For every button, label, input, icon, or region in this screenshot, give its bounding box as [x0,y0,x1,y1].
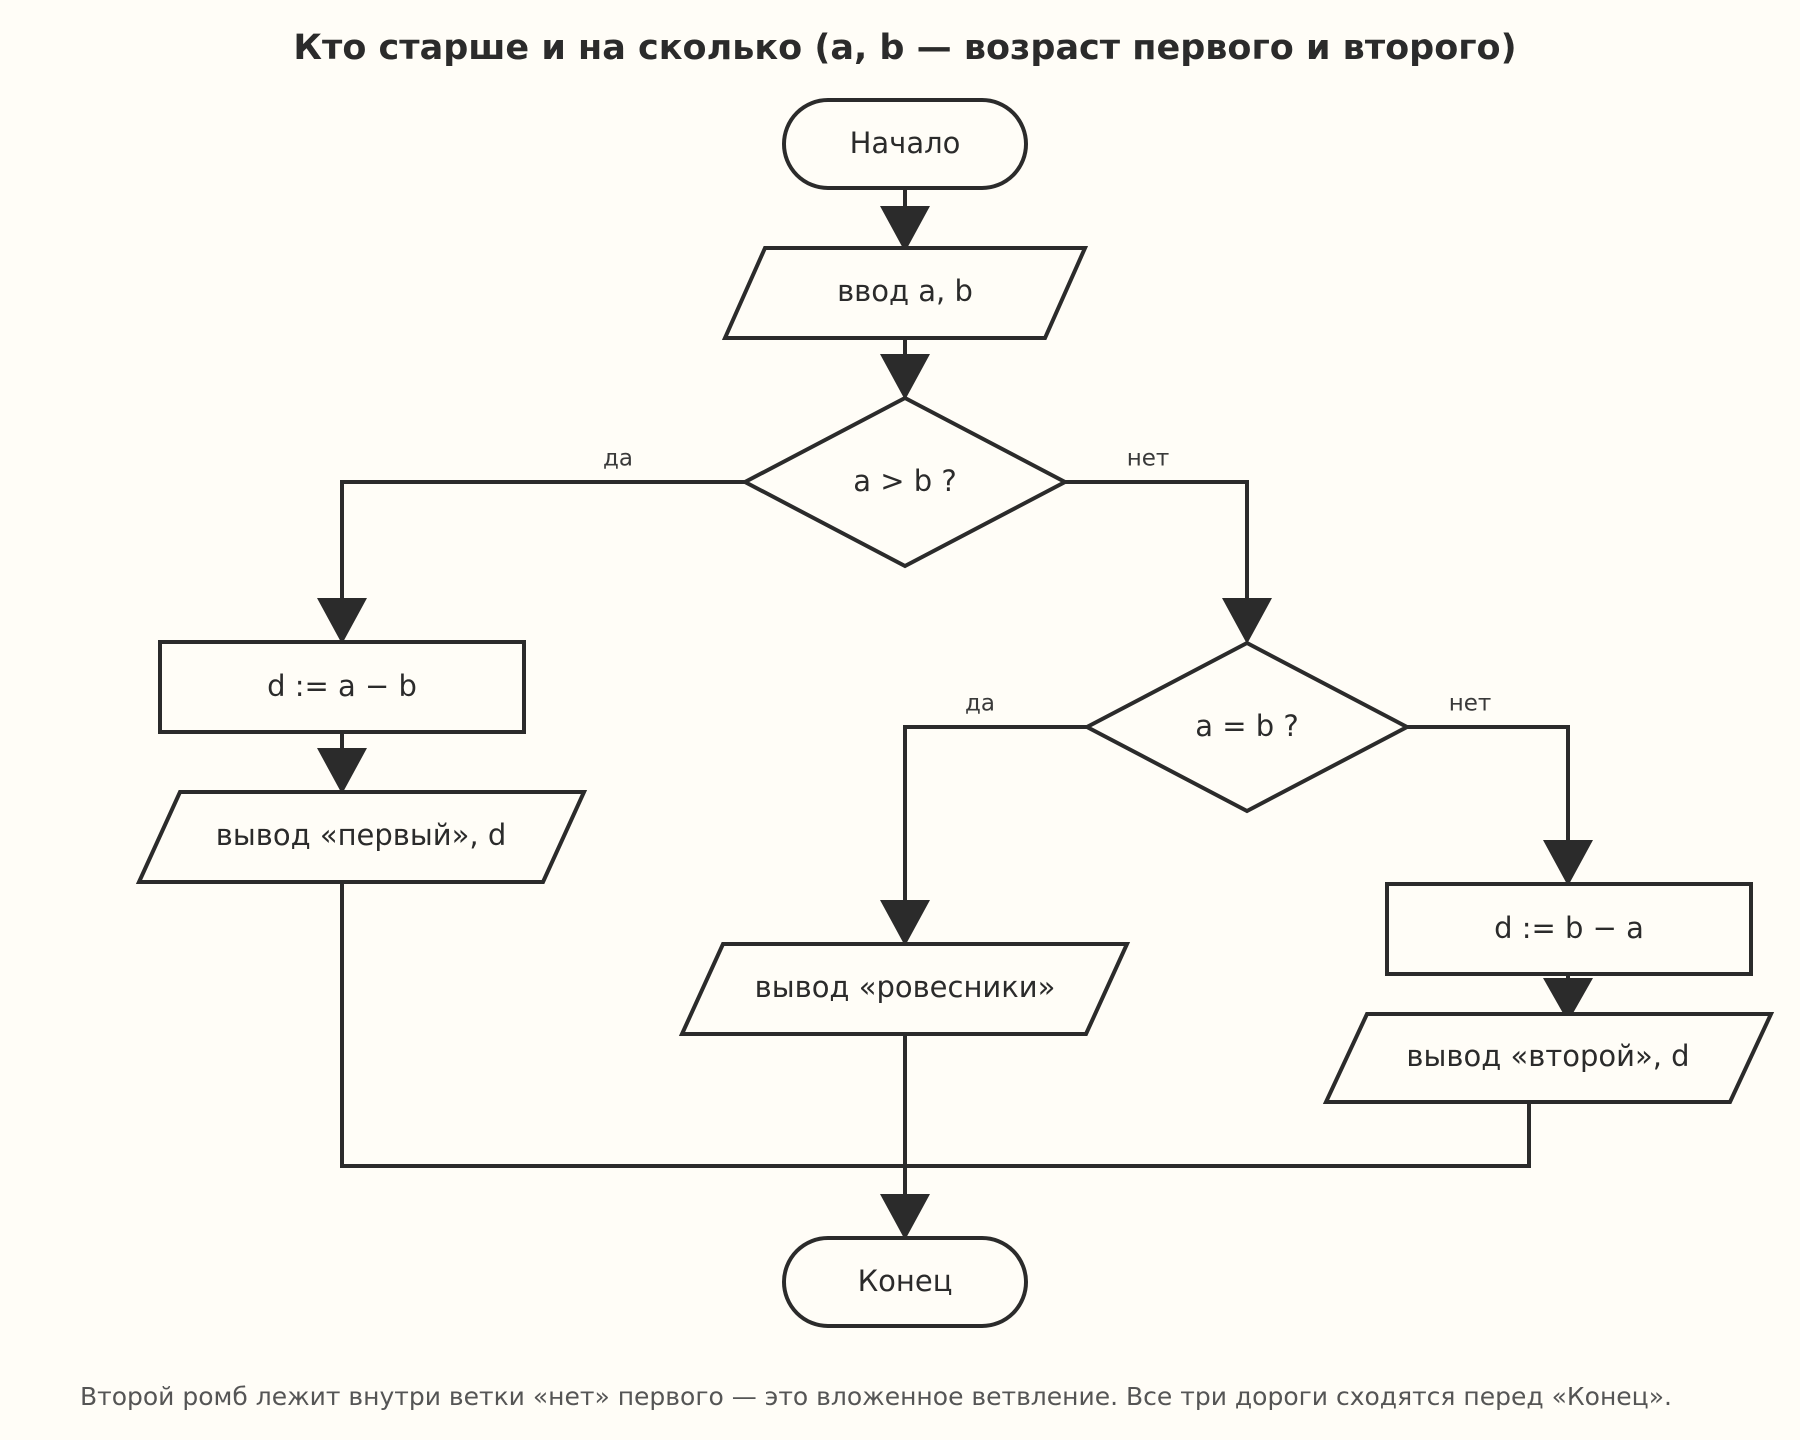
assign1-label: d := a − b [267,669,417,703]
arrowhead-assign1 [317,598,367,644]
edges [317,188,1593,1240]
node-start: Начало [782,98,1028,190]
arrowhead-input [880,206,930,252]
input-parallelogram [721,246,1089,340]
cond2-label: a = b ? [1195,709,1299,743]
output1-parallelogram [135,790,588,884]
node-cond2: a = b ? [1082,640,1412,814]
node-assign1: d := a − b [158,640,526,734]
node-input: ввод a, b [721,246,1089,340]
end-label: Конец [858,1264,953,1298]
label-cond2-no: нет [1449,691,1492,717]
node-end: Конец [782,1236,1028,1328]
node-cond1: a > b ? [740,395,1070,569]
output-equal-label: вывод «ровесники» [755,970,1056,1004]
node-assign2: d := b − a [1385,882,1753,976]
assign2-label: d := b − a [1494,911,1644,945]
cond1-label: a > b ? [853,464,957,498]
node-output1: вывод «первый», d [135,790,588,884]
cond2-diamond [1082,640,1412,814]
start-terminator [782,98,1028,190]
edge-output2-merge [905,1104,1531,1168]
diagram-caption: Второй ромб лежит внутри ветки «нет» пер… [80,1382,1672,1411]
edge-cond2-no [1407,725,1570,862]
arrowhead-end [880,1194,930,1240]
label-cond1-yes: да [603,446,633,472]
edge-cond1-no [1065,480,1249,620]
end-terminator [782,1236,1028,1328]
arrowhead-assign2 [1543,840,1593,886]
arrowhead-output2 [1543,978,1593,1022]
node-output-equal: вывод «ровесники» [678,942,1131,1036]
arrowhead-output-equal [880,900,930,946]
diagram-title: Кто старше и на сколько (a, b — возраст … [293,28,1516,68]
cond1-diamond [740,395,1070,569]
input-label: ввод a, b [837,274,973,308]
output2-parallelogram [1322,1012,1775,1104]
arrowhead-cond1 [880,354,930,400]
edge-output1-merge [340,884,905,1168]
assign2-process [1385,882,1753,976]
label-cond2-yes: да [965,691,995,717]
edge-cond1-yes [340,480,745,620]
arrowhead-output1 [317,748,367,794]
node-output2: вывод «второй», d [1322,1012,1775,1104]
label-cond1-no: нет [1127,446,1170,472]
output1-label: вывод «первый», d [216,818,506,852]
edge-cond2-yes [903,725,1087,922]
arrowhead-cond2 [1222,598,1272,644]
start-label: Начало [850,126,961,160]
output-equal-parallelogram [678,942,1131,1036]
assign1-process [158,640,526,734]
output2-label: вывод «второй», d [1406,1039,1689,1073]
